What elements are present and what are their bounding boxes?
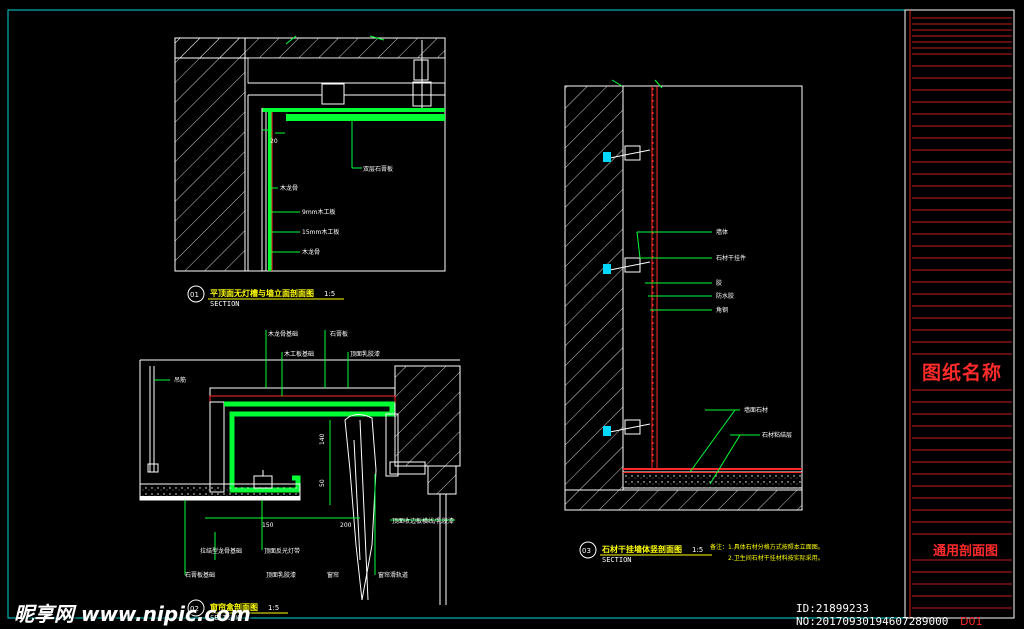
sheet-number: D01 [960, 615, 983, 628]
section-03-label: 墙体 [716, 228, 728, 236]
section-marker-circle [579, 541, 597, 559]
section-02-drawing [139, 330, 461, 605]
section-02-label: 木龙骨基础 [268, 330, 298, 338]
section-02-label: 木工板基础 [284, 350, 314, 358]
section-02-label: 窗帘 [327, 571, 339, 579]
section-01-drawing [174, 35, 446, 272]
watermark-id: ID:21899233 NO:20170930194607289000 [796, 602, 949, 628]
section-01-label: 木龙骨 [302, 248, 320, 256]
section-scale: 1:5 [268, 604, 279, 612]
section-03-label: 角钢 [716, 306, 728, 314]
section-subtitle: SECTION [602, 556, 632, 564]
section-title: 窗帘盒剖面图 [210, 602, 258, 612]
section-03-drawing [564, 79, 803, 511]
annotation-labels: 双层石膏板木龙骨9mm木工板15mm木工板木龙骨20木龙骨基础石膏板木工板基础顶… [174, 138, 824, 579]
section-03-note: 备注：1.具体石材分格方式按照本立面图。 [710, 543, 824, 551]
section-03-label: 石材粘结层 [762, 431, 792, 439]
section-01-label: 9mm木工板 [302, 208, 336, 216]
section-03-label: 胶 [716, 279, 722, 287]
section-number: 02 [190, 605, 199, 613]
section-02-label: 拉结型龙骨基础 [200, 547, 242, 555]
section-02-label: 顶面反光灯带 [264, 547, 300, 555]
section-title: 平顶面无灯槽与墙立面剖面图 [210, 288, 314, 298]
section-01-label: 木龙骨 [280, 184, 298, 192]
section-title: 石材干挂墙体竖剖面图 [601, 544, 682, 554]
section-02-dimension: 150 [262, 522, 274, 529]
section-01-dimension: 20 [270, 138, 278, 145]
section-02-label: 顶面乳胶漆 [266, 571, 296, 579]
section-02-label: 石膏板基础 [185, 571, 215, 579]
drawing-name-label: 图纸名称 [922, 362, 1003, 384]
section-subtitle: SECTION [210, 614, 240, 622]
section-02-label: 石膏板 [330, 330, 348, 338]
section-01-label: 15mm木工板 [302, 228, 339, 236]
drawing-border [7, 9, 1015, 619]
sheet-title: 通用剖面图 [933, 544, 999, 559]
section-number: 01 [190, 291, 199, 299]
section-02-label: 窗帘滑轨道 [378, 571, 408, 579]
section-marker-circle [187, 285, 205, 303]
watermark-site: 昵享网 www.nipic.com [14, 602, 251, 626]
section-02-label: 吊筋 [174, 376, 186, 384]
section-number: 03 [582, 547, 591, 555]
section-subtitle: SECTION [210, 300, 240, 308]
section-03-label: 石材干挂件 [716, 254, 746, 262]
title-block [904, 9, 1015, 619]
section-02-label: 顶面收边板横线/乳胶漆 [392, 517, 454, 525]
section-scale: 1:5 [692, 546, 703, 554]
section-02-label: 顶面乳胶漆 [350, 350, 380, 358]
section-scale: 1:5 [324, 290, 335, 298]
section-03-label: 墙面石材 [744, 406, 768, 414]
section-03-note: 2.卫生间石材干挂材料按实际采用。 [728, 554, 824, 562]
section-03-label: 防水胶 [716, 292, 734, 300]
section-01-label: 双层石膏板 [363, 165, 393, 173]
section-02-dimension: 200 [340, 522, 352, 529]
section-02-dimension: 50 [319, 479, 326, 487]
section-02-dimension: 140 [319, 433, 326, 445]
section-marker-circle [187, 599, 205, 617]
